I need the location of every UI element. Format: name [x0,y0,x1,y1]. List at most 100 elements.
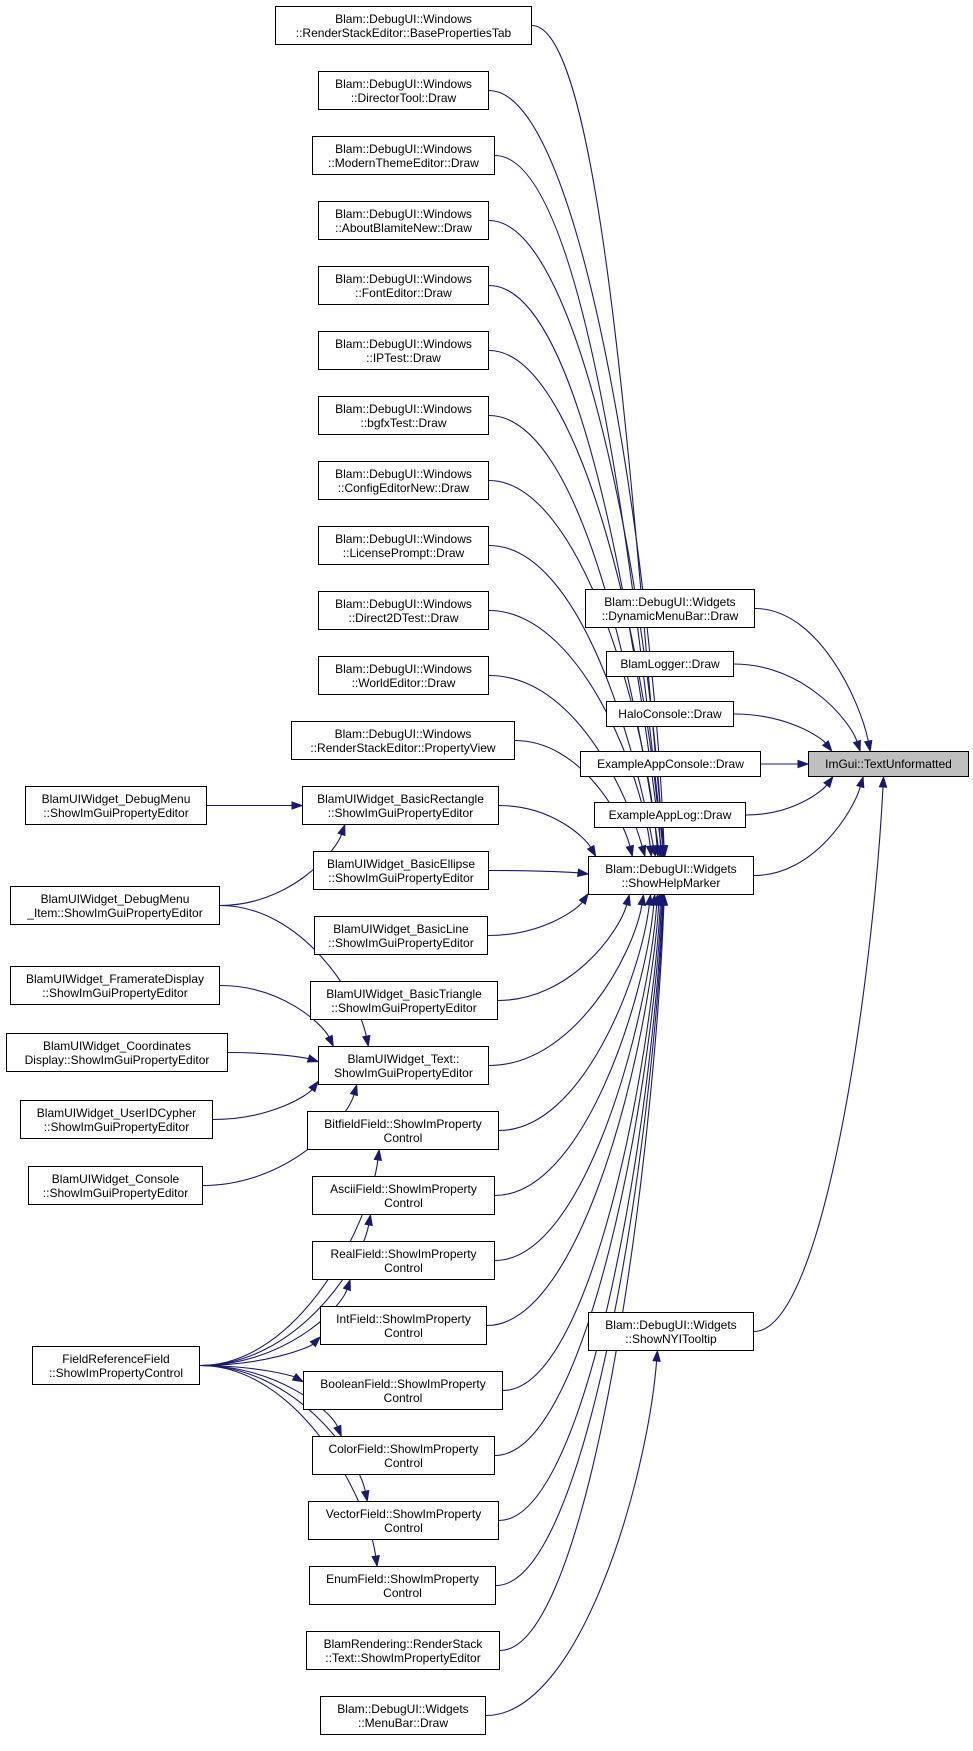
node-label-line: Display::ShowImGuiPropertyEditor [24,1052,210,1067]
node-basicrectangle[interactable]: BlamUIWidget_BasicRectangle::ShowImGuiPr… [302,786,499,825]
node-fonteditor[interactable]: Blam::DebugUI::Windows::FontEditor::Draw [318,266,489,305]
edge-shownyitooltip-to-textunformatted [753,786,884,1333]
edge-bgfxtest-to-showhelpmarker [488,414,659,847]
node-label-line: Blam::DebugUI::Widgets [337,1701,469,1716]
node-label-line: Blam::DebugUI::Windows [335,531,472,546]
node-label-line: BlamUIWidget_Console [51,1171,180,1186]
node-modernthemeeditor[interactable]: Blam::DebugUI::Windows::ModernThemeEdito… [312,136,495,175]
node-label-line: _Item::ShowImGuiPropertyEditor [27,905,203,920]
edge-directortool-to-showhelpmarker [488,89,665,847]
node-label-line: ::bgfxTest::Draw [360,415,447,430]
node-label-line: Blam::DebugUI::Windows [335,466,472,481]
node-propertyview[interactable]: Blam::DebugUI::Windows::RenderStackEdito… [291,721,515,760]
node-debugmenuitem[interactable]: BlamUIWidget_DebugMenu_Item::ShowImGuiPr… [10,886,220,925]
node-renderstacktext[interactable]: BlamRendering::RenderStack::Text::ShowIm… [306,1631,500,1670]
node-console[interactable]: BlamUIWidget_Console::ShowImGuiPropertyE… [28,1166,203,1205]
node-frameratedisplay[interactable]: BlamUIWidget_FramerateDisplay::ShowImGui… [10,966,220,1005]
node-dynamicmenubar[interactable]: Blam::DebugUI::Widgets::DynamicMenuBar::… [585,589,755,628]
node-label-line: ShowImGuiPropertyEditor [334,1065,473,1080]
node-label-line: FieldReferenceField [62,1351,170,1366]
arrowhead [823,775,834,789]
node-basictriangle[interactable]: BlamUIWidget_BasicTriangle::ShowImGuiPro… [310,981,498,1020]
node-label-line: Blam::DebugUI::Windows [335,76,472,91]
node-label-line: BlamUIWidget_UserIDCypher [36,1105,197,1120]
node-label-line: Blam::DebugUI::Widgets [604,594,736,609]
node-label-line: BlamUIWidget_BasicTriangle [326,986,482,1001]
edge-intfield-to-showhelpmarker [486,904,660,1327]
node-label-line: Blam::DebugUI::Windows [335,336,472,351]
node-label-line: Control [384,1195,423,1210]
node-label-line: BlamUIWidget_Text:: [347,1051,460,1066]
node-showhelpmarker[interactable]: Blam::DebugUI::Widgets::ShowHelpMarker [588,856,754,895]
arrowhead [342,1278,351,1292]
node-configeditornew[interactable]: Blam::DebugUI::Windows::ConfigEditorNew:… [318,461,489,500]
node-label-line: Blam::DebugUI::Windows [335,206,472,221]
node-label-line: ::IPTest::Draw [366,350,441,365]
arrowhead [863,739,873,753]
node-directortool[interactable]: Blam::DebugUI::Windows::DirectorTool::Dr… [318,71,489,110]
node-exampleapplog[interactable]: ExampleAppLog::Draw [594,802,746,828]
edge-enumfield-to-showhelpmarker [495,904,664,1587]
node-label-line: Blam::DebugUI::Windows [335,11,472,26]
node-label-line: ::ShowImGuiPropertyEditor [42,1185,189,1200]
edge-showhelpmarker-to-textunformatted [753,786,861,877]
node-useridcypher[interactable]: BlamUIWidget_UserIDCypher::ShowImGuiProp… [20,1100,213,1139]
node-direct2dtest[interactable]: Blam::DebugUI::Windows::Direct2DTest::Dr… [318,591,489,630]
node-label-line: ::RenderStackEditor::BasePropertiesTab [295,25,512,40]
node-blamlogger[interactable]: BlamLogger::Draw [606,651,734,677]
node-label-line: Control [384,1260,423,1275]
node-basicellipse[interactable]: BlamUIWidget_BasicEllipse::ShowImGuiProp… [313,851,489,890]
node-worldeditor[interactable]: Blam::DebugUI::Windows::WorldEditor::Dra… [318,656,489,695]
edge-licenseprompt-to-showhelpmarker [488,544,654,847]
edge-propertyview-to-showhelpmarker [514,739,631,847]
arrowhead [333,1424,342,1438]
edge-asciifield-to-showhelpmarker [494,904,655,1197]
node-bgfxtest[interactable]: Blam::DebugUI::Windows::bgfxTest::Draw [318,396,489,435]
edge-basicrectangle-to-showhelpmarker [498,804,592,848]
node-basicline[interactable]: BlamUIWidget_BasicLine::ShowImGuiPropert… [314,916,488,955]
node-aboutblamitenew[interactable]: Blam::DebugUI::Windows::AboutBlamiteNew:… [318,201,489,240]
node-label-line: ::LicensePrompt::Draw [342,545,465,560]
edge-basicline-to-showhelpmarker [487,901,583,937]
node-text[interactable]: BlamUIWidget_Text::ShowImGuiPropertyEdit… [318,1046,489,1085]
node-licenseprompt[interactable]: Blam::DebugUI::Windows::LicensePrompt::D… [318,526,489,565]
node-menubar[interactable]: Blam::DebugUI::Widgets::MenuBar::Draw [320,1696,486,1735]
arrowhead [291,801,304,810]
node-shownyitooltip[interactable]: Blam::DebugUI::Widgets::ShowNYITooltip [588,1312,754,1351]
arrowhead [637,844,647,858]
node-label-line: ::ModernThemeEditor::Draw [328,155,479,170]
node-iptest[interactable]: Blam::DebugUI::Windows::IPTest::Draw [318,331,489,370]
edge-basicellipse-to-showhelpmarker [488,869,579,874]
node-label-line: Blam::DebugUI::Windows [335,661,472,676]
node-label-line: ::WorldEditor::Draw [351,675,456,690]
arrowhead [577,868,590,877]
arrowhead [364,1213,373,1227]
node-debugmenu[interactable]: BlamUIWidget_DebugMenu::ShowImGuiPropert… [25,786,207,825]
arrowhead [306,1054,320,1063]
edge-colorfield-to-showhelpmarker [494,904,663,1457]
node-label-line: BlamUIWidget_DebugMenu [41,791,191,806]
arrowhead [291,1372,305,1383]
node-label-line: BlamUIWidget_DebugMenu [40,891,190,906]
node-basepropertiestab[interactable]: Blam::DebugUI::Windows::RenderStackEdito… [275,6,532,45]
edge-haloconsole-to-textunformatted [733,713,827,744]
node-label-line: BlamLogger::Draw [620,657,720,671]
node-fieldreferencefield[interactable]: FieldReferenceField::ShowImPropertyContr… [32,1346,200,1385]
node-label-line: BlamUIWidget_Coordinates [42,1038,192,1053]
arrowhead [349,1083,358,1097]
node-label-line: ::Direct2DTest::Draw [348,610,459,625]
node-haloconsole[interactable]: HaloConsole::Draw [606,701,734,727]
node-exampleappconsole[interactable]: ExampleAppConsole::Draw [580,751,761,777]
node-label-line: HaloConsole::Draw [618,707,722,721]
node-label-line: BlamUIWidget_BasicEllipse [326,856,476,871]
node-label-line: BitfieldField::ShowImProperty [324,1116,482,1131]
